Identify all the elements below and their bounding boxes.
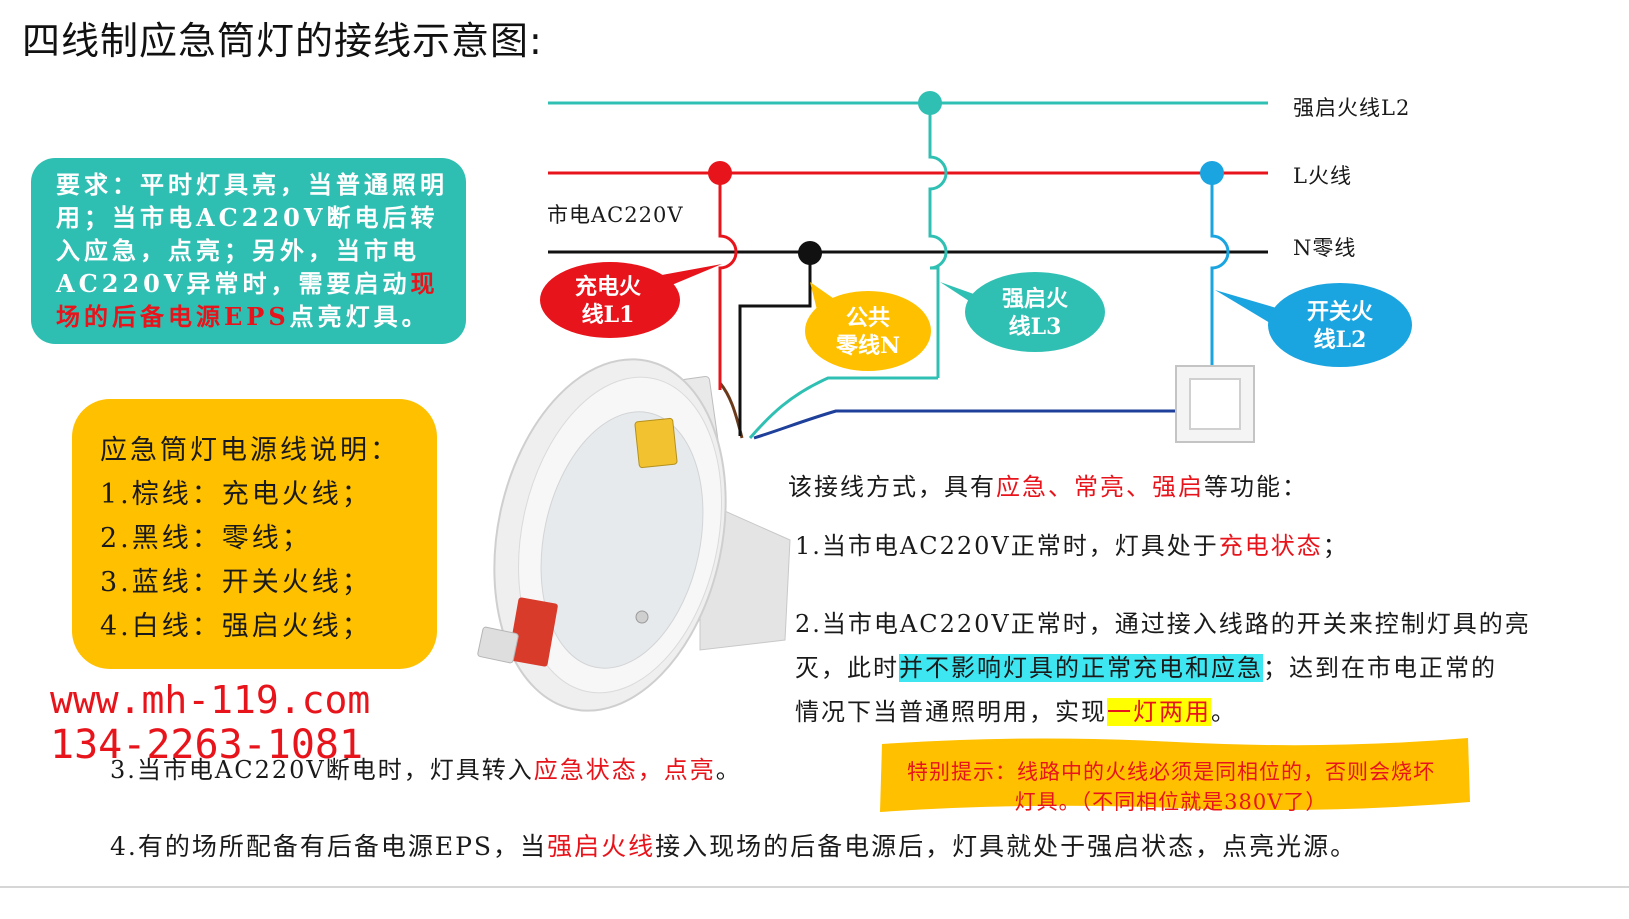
function-2-text-c: 情况下当普通照明用，实现 <box>795 698 1107 726</box>
function-1-end: ； <box>1322 532 1349 560</box>
junction-n-dot <box>798 241 822 265</box>
function-2-highlight-yellow: 一灯两用 <box>1107 698 1211 726</box>
wire-legend-heading: 应急筒灯电源线说明： <box>100 435 400 466</box>
functions-intro-text: 该接线方式，具有 <box>788 473 996 501</box>
function-2-end: 。 <box>1211 698 1237 726</box>
bubble-strong-start-l3: 强启火 线L3 <box>940 272 1105 352</box>
bubble-l2-line2: 线L2 <box>1314 327 1367 353</box>
junction-l2-dot <box>918 91 942 115</box>
function-3-end: 。 <box>715 756 742 784</box>
tip-line2: 灯具。（不同相位就是380V了） <box>1014 790 1328 814</box>
tip-line1: 特别提示：线路中的火线必须是同相位的，否则会烧坏 <box>907 760 1435 784</box>
function-item-2-line2: 灭，此时并不影响灯具的正常充电和应急；达到在市电正常的 <box>795 648 1497 683</box>
function-item-4: 4.有的场所配备有后备电源EPS，当强启火线接入现场的后备电源后，灯具就处于强启… <box>110 827 1357 863</box>
label-l: L火线 <box>1293 164 1352 188</box>
function-3-text: 3.当市电AC220V断电时，灯具转入 <box>110 756 534 784</box>
function-4-end: 接入现场的后备电源后，灯具就处于强启状态，点亮光源。 <box>655 832 1358 861</box>
wire-legend-item-white: 4.白线：强启火线； <box>100 611 372 642</box>
requirement-end-text: 点亮灯具。 <box>289 302 430 331</box>
function-2-text-a: 灭，此时 <box>795 654 899 682</box>
downlight-image <box>477 358 791 712</box>
bubble-charging-live-l1: 充电火 线L1 <box>540 262 722 338</box>
bubble-l2-line1: 开关火 <box>1307 299 1373 325</box>
function-item-2-line3: 情况下当普通照明用，实现一灯两用。 <box>795 692 1237 727</box>
wire-legend-item-brown: 1.棕线：充电火线； <box>100 479 372 510</box>
bubble-switch-live-l2: 开关火 线L2 <box>1215 283 1412 367</box>
function-2-text-b: ；达到在市电正常的 <box>1263 654 1497 682</box>
label-mains: 市电AC220V <box>547 203 684 227</box>
wire-legend-item-black: 2.黑线：零线； <box>100 523 312 554</box>
phone-text: 134-2263-1081 <box>50 722 364 768</box>
junction-l1-dot <box>708 161 732 185</box>
bottom-divider <box>0 886 1629 888</box>
bubble-l3-line1: 强启火 <box>1002 286 1068 312</box>
function-1-text: 1.当市电AC220V正常时，灯具处于 <box>795 532 1219 560</box>
function-1-red: 充电状态 <box>1218 532 1323 560</box>
bubble-l1-line1: 充电火 <box>575 274 641 300</box>
requirement-text: 要求：平时灯具亮，当普通照明用；当市电AC220V断电后转入应急，点亮；另外，当… <box>56 170 448 298</box>
requirement-eps-text: 现场的后备电源EPS <box>56 269 439 331</box>
special-tip: 特别提示：线路中的火线必须是同相位的，否则会烧坏 灯具。（不同相位就是380V了… <box>903 757 1439 817</box>
wall-switch-icon <box>1175 365 1255 443</box>
bubble-n-line1: 公共 <box>846 305 890 331</box>
function-2-highlight: 并不影响灯具的正常充电和应急 <box>899 654 1263 682</box>
label-n: N零线 <box>1293 236 1357 260</box>
function-4-red: 强启火线 <box>547 832 656 861</box>
function-item-1: 1.当市电AC220V正常时，灯具处于充电状态； <box>795 526 1349 561</box>
label-l2: 强启火线L2 <box>1293 96 1411 120</box>
function-item-2-line1: 2.当市电AC220V正常时，通过接入线路的开关来控制灯具的亮 <box>795 610 1531 638</box>
functions-intro: 该接线方式，具有应急、常亮、强启等功能： <box>788 467 1308 502</box>
bubble-common-neutral-n: 公共 零线N <box>805 282 931 371</box>
page-title: 四线制应急筒灯的接线示意图: <box>22 19 543 63</box>
function-3-red: 应急状态，点亮 <box>533 756 716 784</box>
junction-switch-dot <box>1200 161 1224 185</box>
requirement-box: 要求：平时灯具亮，当普通照明用；当市电AC220V断电后转入应急，点亮；另外，当… <box>31 158 466 344</box>
wire-legend-item-blue: 3.蓝线：开关火线； <box>100 567 372 598</box>
bubble-n-line2: 零线N <box>835 333 900 359</box>
bubble-l3-line2: 线L3 <box>1009 314 1062 340</box>
functions-intro-red: 应急、常亮、强启 <box>996 473 1204 501</box>
website-text: www.mh-119.com <box>50 678 371 722</box>
functions-intro-end: 等功能： <box>1204 473 1308 501</box>
tip-banner <box>880 738 1470 812</box>
bubble-l1-line2: 线L1 <box>582 302 635 328</box>
function-4-text: 4.有的场所配备有后备电源EPS，当 <box>110 832 548 861</box>
wire-legend-box: 应急筒灯电源线说明： 1.棕线：充电火线； 2.黑线：零线； 3.蓝线：开关火线… <box>72 399 437 669</box>
function-item-3: 3.当市电AC220V断电时，灯具转入应急状态，点亮。 <box>110 750 742 785</box>
